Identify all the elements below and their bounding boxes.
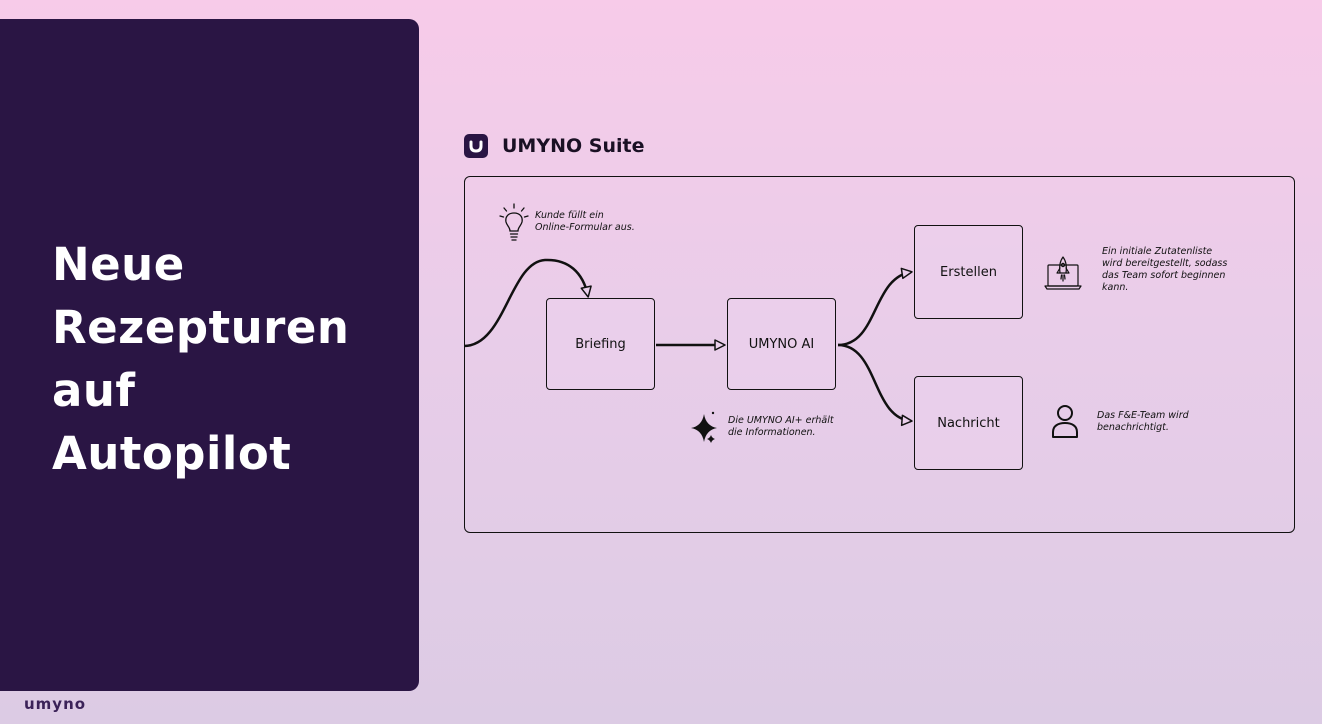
suite-header: UMYNO Suite [464, 134, 644, 158]
headline: Neue Rezepturen auf Autopilot [52, 233, 349, 485]
headline-line-1: Neue [52, 238, 185, 291]
diagram-frame [464, 176, 1295, 533]
user-icon [1050, 403, 1080, 443]
suite-logo-icon [464, 134, 488, 158]
note-zutaten: Ein initiale Zutatenliste wird bereitges… [1102, 246, 1228, 293]
footer-logo: umyno [24, 695, 87, 713]
headline-line-4: Autopilot [52, 427, 292, 480]
sparkle-icon [690, 410, 720, 448]
node-umyno-ai: UMYNO AI [727, 298, 836, 390]
lightbulb-icon [498, 203, 530, 247]
hero-panel [0, 19, 419, 691]
node-nachricht: Nachricht [914, 376, 1023, 470]
headline-line-2: Rezepturen [52, 301, 350, 354]
note-team: Das F&E-Team wird benachrichtigt. [1097, 410, 1189, 433]
rocket-laptop-icon [1043, 253, 1083, 297]
headline-line-3: auf [52, 364, 136, 417]
note-kunde: Kunde füllt ein Online-Formular aus. [535, 210, 635, 233]
connector-ai-to-nachricht [837, 343, 913, 427]
connector-ai-to-erstellen [837, 267, 913, 347]
node-erstellen: Erstellen [914, 225, 1023, 319]
connector-entry-to-briefing [463, 258, 592, 348]
note-ai: Die UMYNO AI+ erhält die Informationen. [728, 415, 834, 438]
suite-title: UMYNO Suite [502, 135, 645, 157]
node-briefing: Briefing [546, 298, 655, 390]
